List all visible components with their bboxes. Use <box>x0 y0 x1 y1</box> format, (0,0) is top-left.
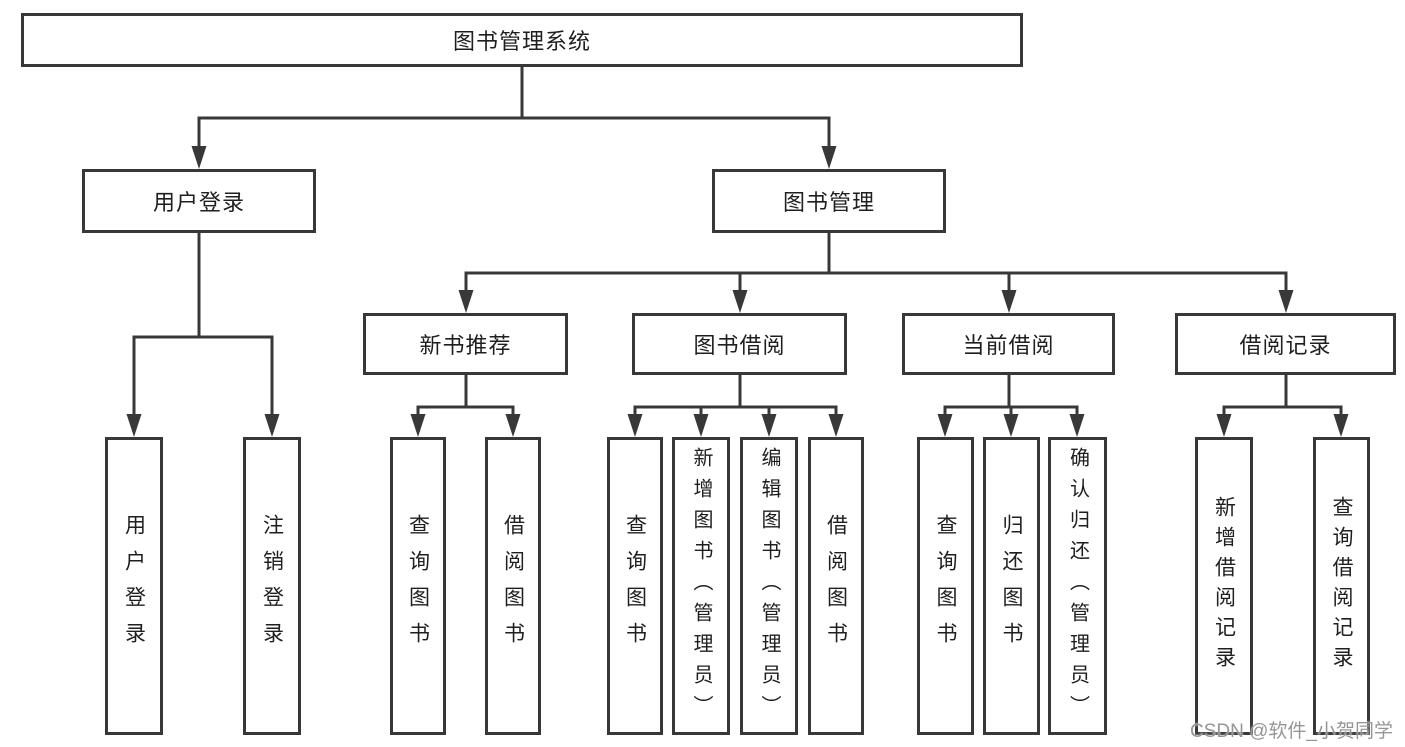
node-user-login: 用户登录 <box>82 169 316 233</box>
node-current-borrow-label: 当前借阅 <box>962 333 1055 358</box>
leaf-add-borrow-record: 新增借阅记录 <box>1195 437 1253 735</box>
node-borrow-record: 借阅记录 <box>1175 313 1396 375</box>
leaf-add-book-admin-label: 新增图书（管理员） <box>690 446 712 726</box>
node-book-management-label: 图书管理 <box>782 190 875 215</box>
node-new-book-recommend: 新书推荐 <box>363 313 568 375</box>
leaf-query-books-current: 查询图书 <box>917 437 974 735</box>
leaf-logout-label: 注销登录 <box>260 514 284 658</box>
leaf-borrow-books-recommend-label: 借阅图书 <box>501 514 525 658</box>
csdn-watermark: CSDN @软件_小贺同学 <box>1190 721 1393 742</box>
leaf-borrow-books: 借阅图书 <box>808 437 864 735</box>
node-root: 图书管理系统 <box>21 13 1023 67</box>
node-book-management: 图书管理 <box>712 169 946 233</box>
leaf-borrow-books-recommend: 借阅图书 <box>485 437 541 735</box>
leaf-query-borrow-record-label: 查询借阅记录 <box>1330 496 1353 676</box>
leaf-add-book-admin: 新增图书（管理员） <box>672 437 730 735</box>
node-new-book-recommend-label: 新书推荐 <box>419 333 512 358</box>
leaf-borrow-books-label: 借阅图书 <box>824 514 848 658</box>
node-book-borrow-label: 图书借阅 <box>693 333 786 358</box>
leaf-confirm-return-admin-label: 确认归还（管理员） <box>1066 446 1089 726</box>
node-book-borrow: 图书借阅 <box>632 313 847 375</box>
leaf-query-books-recommend: 查询图书 <box>390 437 446 735</box>
leaf-add-borrow-record-label: 新增借阅记录 <box>1212 496 1236 676</box>
leaf-query-books-borrow: 查询图书 <box>607 437 663 735</box>
leaf-query-books-recommend-label: 查询图书 <box>406 514 430 658</box>
leaf-query-borrow-record: 查询借阅记录 <box>1313 437 1370 735</box>
leaf-confirm-return-admin: 确认归还（管理员） <box>1048 437 1107 735</box>
leaf-logout: 注销登录 <box>243 437 301 735</box>
leaf-return-book-label: 归还图书 <box>1000 514 1023 658</box>
node-user-login-label: 用户登录 <box>152 190 245 215</box>
leaf-query-books-current-label: 查询图书 <box>934 514 957 658</box>
leaf-edit-book-admin-label: 编辑图书（管理员） <box>758 446 780 726</box>
leaf-return-book: 归还图书 <box>983 437 1040 735</box>
leaf-query-books-borrow-label: 查询图书 <box>623 514 647 658</box>
node-borrow-record-label: 借阅记录 <box>1239 333 1332 358</box>
node-root-label: 图书管理系统 <box>452 29 591 54</box>
node-current-borrow: 当前借阅 <box>902 313 1115 375</box>
leaf-user-login: 用户登录 <box>105 437 163 735</box>
leaf-user-login-label: 用户登录 <box>122 514 146 658</box>
leaf-edit-book-admin: 编辑图书（管理员） <box>740 437 798 735</box>
